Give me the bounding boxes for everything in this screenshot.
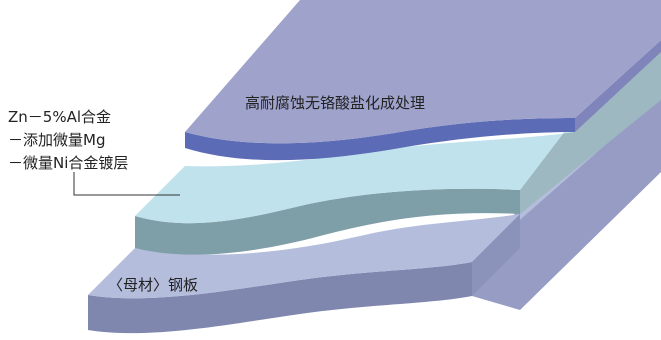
- coating-leader-line: [73, 172, 180, 196]
- top-layer-label: 高耐腐蚀无铬酸盐化成处理: [245, 94, 425, 112]
- steel-sheet-front: [88, 262, 472, 334]
- steel-sheet-bottom-edge: [472, 214, 520, 296]
- steel-sheet-top: [88, 96, 661, 299]
- coating-composition-label: Zn－5%Al合金 －添加微量Mg －微量Ni合金镀层: [8, 106, 128, 175]
- zinc-alloy-coating-layer: [135, 44, 661, 255]
- treatment-layer-top: [185, 0, 661, 144]
- base-layer-label: 〈母材〉钢板: [108, 276, 198, 294]
- treatment-layer-edge: [185, 118, 575, 161]
- steel-sheet-layer: [88, 96, 661, 334]
- steel-sheet-side: [472, 96, 661, 310]
- coating-layer-top: [135, 118, 575, 224]
- chromate-free-treatment-layer: [185, 0, 661, 161]
- coating-label-line-1: Zn－5%Al合金: [8, 108, 112, 126]
- coating-layer-side: [520, 44, 661, 214]
- coating-layer-front: [135, 188, 520, 255]
- coating-label-line-3: －微量Ni合金镀层: [8, 154, 129, 172]
- treatment-layer-side: [575, 40, 661, 132]
- coating-label-line-2: －添加微量Mg: [8, 131, 106, 149]
